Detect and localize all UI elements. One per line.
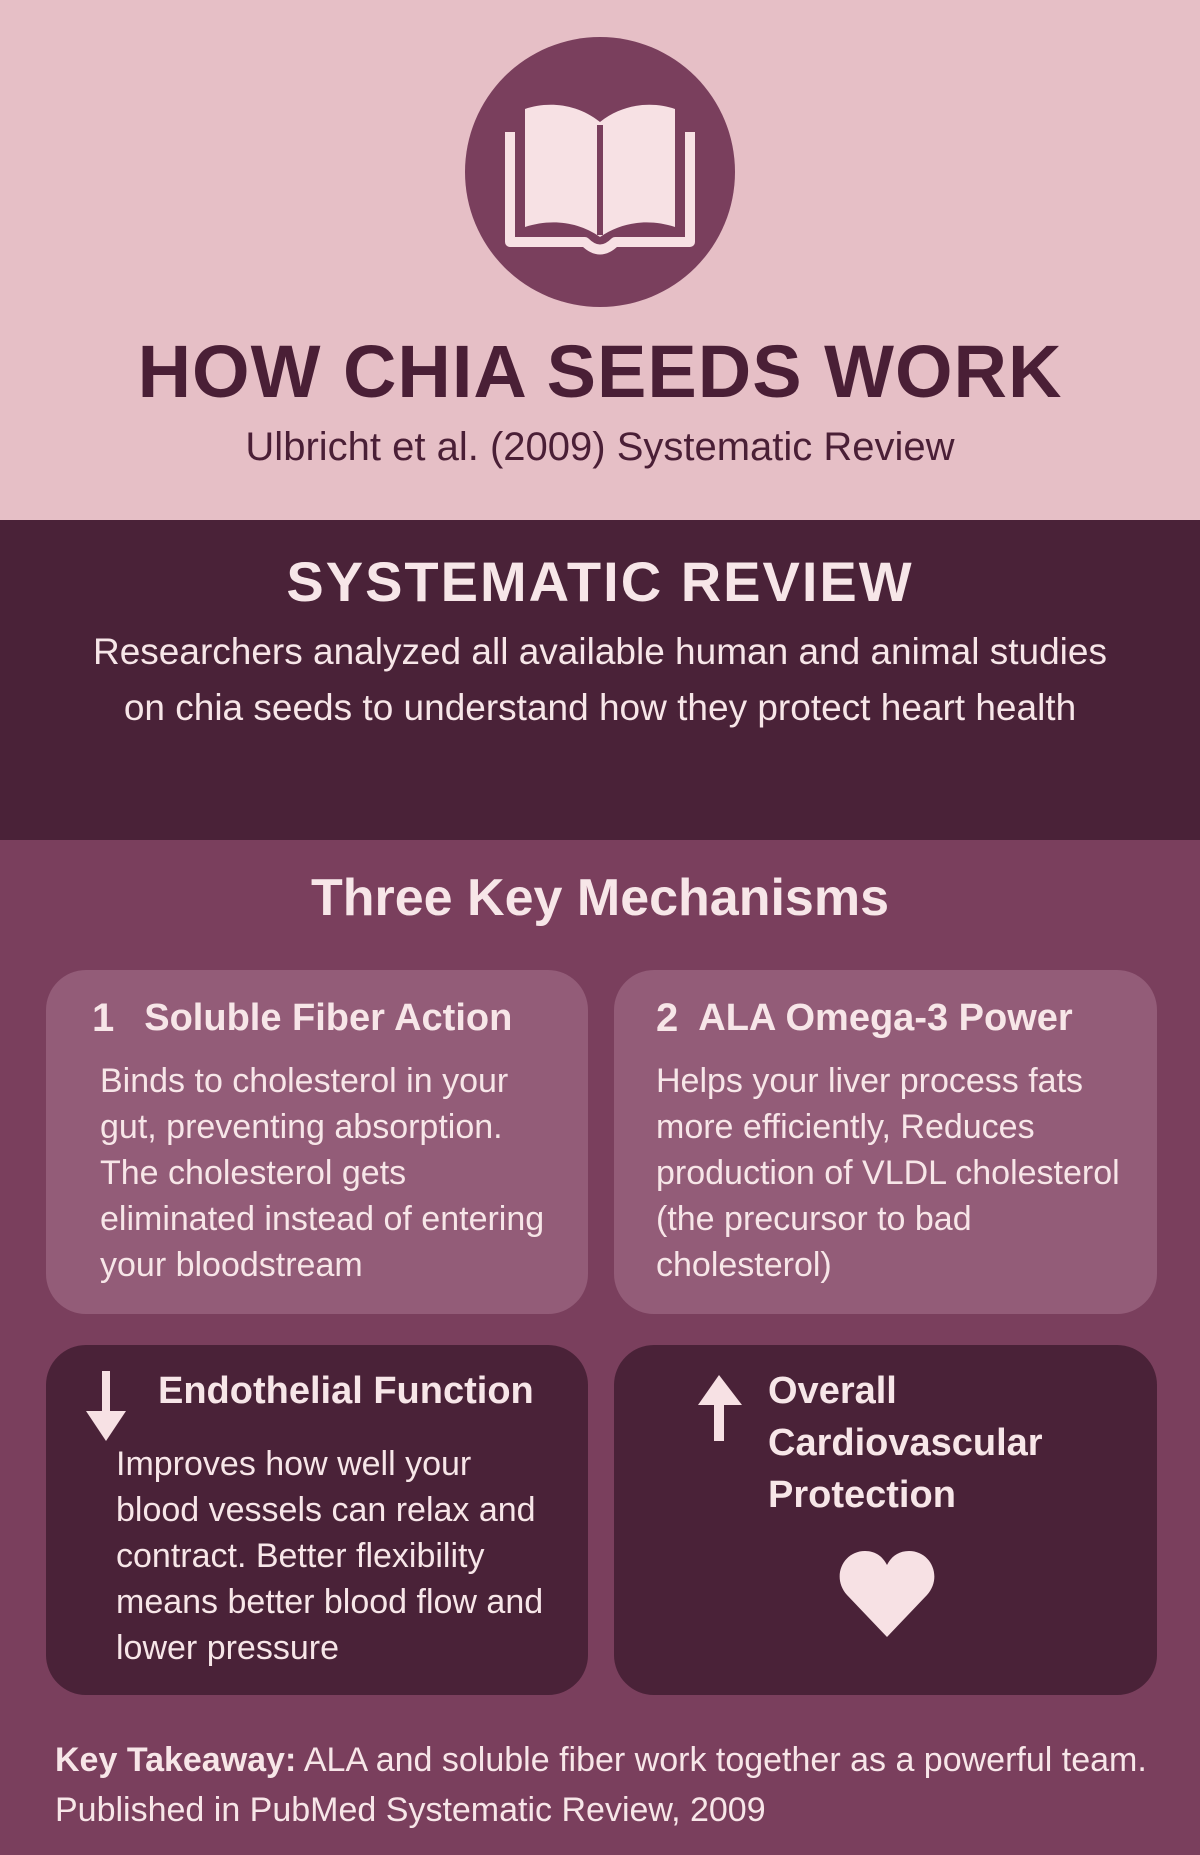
card-body: Binds to cholesterol in your gut, preven… <box>100 1062 545 1284</box>
book-badge <box>465 37 735 307</box>
card-number: 1 <box>92 996 115 1040</box>
card-title: ALA Omega-3 Power <box>698 997 1073 1039</box>
review-heading: SYSTEMATIC REVIEW <box>286 550 914 613</box>
card-title: Endothelial Function <box>158 1370 534 1412</box>
open-book-icon <box>505 104 695 255</box>
card-number: 2 <box>656 996 679 1040</box>
header-section: HOW CHIA SEEDS WORK Ulbricht et al. (200… <box>0 0 1200 520</box>
arrow-down-icon <box>86 1371 126 1441</box>
card-title: Soluble Fiber Action <box>144 997 513 1039</box>
card-body: Helps your liver process fats more effic… <box>656 1062 1120 1284</box>
mechanisms-heading: Three Key Mechanisms <box>310 869 890 927</box>
mechanism-card-endothelial: Endothelial Function Improves how well y… <box>46 1345 588 1695</box>
review-section: SYSTEMATIC REVIEW Researchers analyzed a… <box>0 520 1200 840</box>
card-body: Improves how well your blood vessels can… <box>116 1445 544 1667</box>
mechanism-card-ala: 2 ALA Omega-3 Power Helps your liver pro… <box>614 970 1157 1314</box>
page-title: HOW CHIA SEEDS WORK <box>137 330 1063 413</box>
mechanism-card-fiber: 1 Soluble Fiber Action Binds to choleste… <box>46 970 588 1314</box>
review-body: Researchers analyzed all available human… <box>93 631 1107 728</box>
mechanism-grid: 1 Soluble Fiber Action Binds to choleste… <box>0 930 1200 1695</box>
page-subtitle: Ulbricht et al. (2009) Systematic Review <box>245 425 955 469</box>
takeaway-label: Key Takeaway: <box>55 1741 297 1779</box>
key-takeaway: Key Takeaway: ALA and soluble fiber work… <box>0 1695 1200 1855</box>
mechanism-card-cardio: Overall Cardiovascular Protection <box>614 1345 1157 1695</box>
heart-icon <box>839 1551 935 1637</box>
arrow-up-icon <box>698 1375 742 1441</box>
card-title: Overall Cardiovascular Protection <box>768 1370 1043 1516</box>
